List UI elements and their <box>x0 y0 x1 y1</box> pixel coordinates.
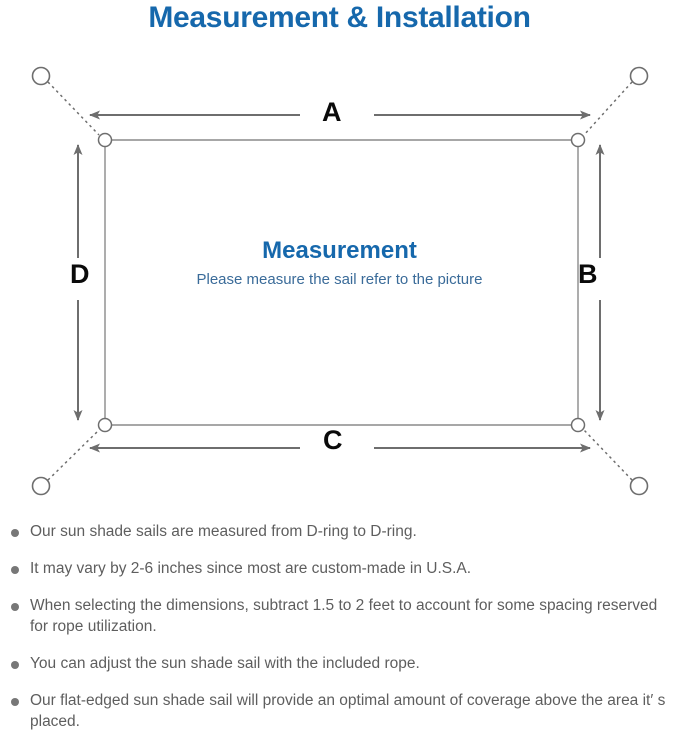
bullet-icon <box>11 565 19 574</box>
diagram-center-subtitle: Please measure the sail refer to the pic… <box>196 271 483 289</box>
anchor-bottom-left-icon <box>31 476 51 496</box>
d-ring-top-left-icon <box>97 132 113 148</box>
rope-bottom-right <box>583 429 633 481</box>
diagram-center-title: Measurement <box>262 237 417 264</box>
notes-list: Our sun shade sails are measured from D-… <box>0 522 679 748</box>
list-item: You can adjust the sun shade sail with t… <box>0 654 679 675</box>
rope-bottom-left <box>47 429 100 481</box>
page-title: Measurement & Installation <box>148 1 531 34</box>
rope-top-right <box>583 81 633 136</box>
list-item: Our flat-edged sun shade sail will provi… <box>0 691 679 733</box>
dimension-label-a: A <box>322 97 342 127</box>
d-ring-bottom-right-icon <box>570 417 586 433</box>
anchor-top-left-icon <box>31 66 51 86</box>
sail-rectangle <box>104 139 579 426</box>
rope-top-left <box>47 81 100 136</box>
list-item-text: Our flat-edged sun shade sail will provi… <box>30 691 666 730</box>
bullet-icon <box>11 660 19 669</box>
list-item-text: You can adjust the sun shade sail with t… <box>30 654 420 672</box>
bullet-icon <box>11 602 19 611</box>
list-item: When selecting the dimensions, subtract … <box>0 596 679 638</box>
list-item: It may vary by 2-6 inches since most are… <box>0 559 679 580</box>
list-item-text: It may vary by 2-6 inches since most are… <box>30 559 472 577</box>
dimension-label-c: C <box>323 425 343 455</box>
list-item-text: Our sun shade sails are measured from D-… <box>30 523 417 540</box>
measurement-diagram: A B C D Measurement Please measure the s… <box>0 48 679 518</box>
anchor-top-right-icon <box>629 66 649 86</box>
dimension-label-d: D <box>70 259 90 289</box>
d-ring-top-right-icon <box>570 132 586 148</box>
d-ring-bottom-left-icon <box>97 417 113 433</box>
dimension-label-b: B <box>578 259 598 289</box>
bullet-icon <box>11 529 19 537</box>
list-item-text: When selecting the dimensions, subtract … <box>30 596 658 635</box>
diagram-center-caption: Measurement Please measure the sail refe… <box>0 237 679 289</box>
bullet-icon <box>11 697 19 706</box>
list-item: Our sun shade sails are measured from D-… <box>0 522 679 543</box>
anchor-bottom-right-icon <box>629 476 649 496</box>
diagram-svg <box>31 66 649 496</box>
